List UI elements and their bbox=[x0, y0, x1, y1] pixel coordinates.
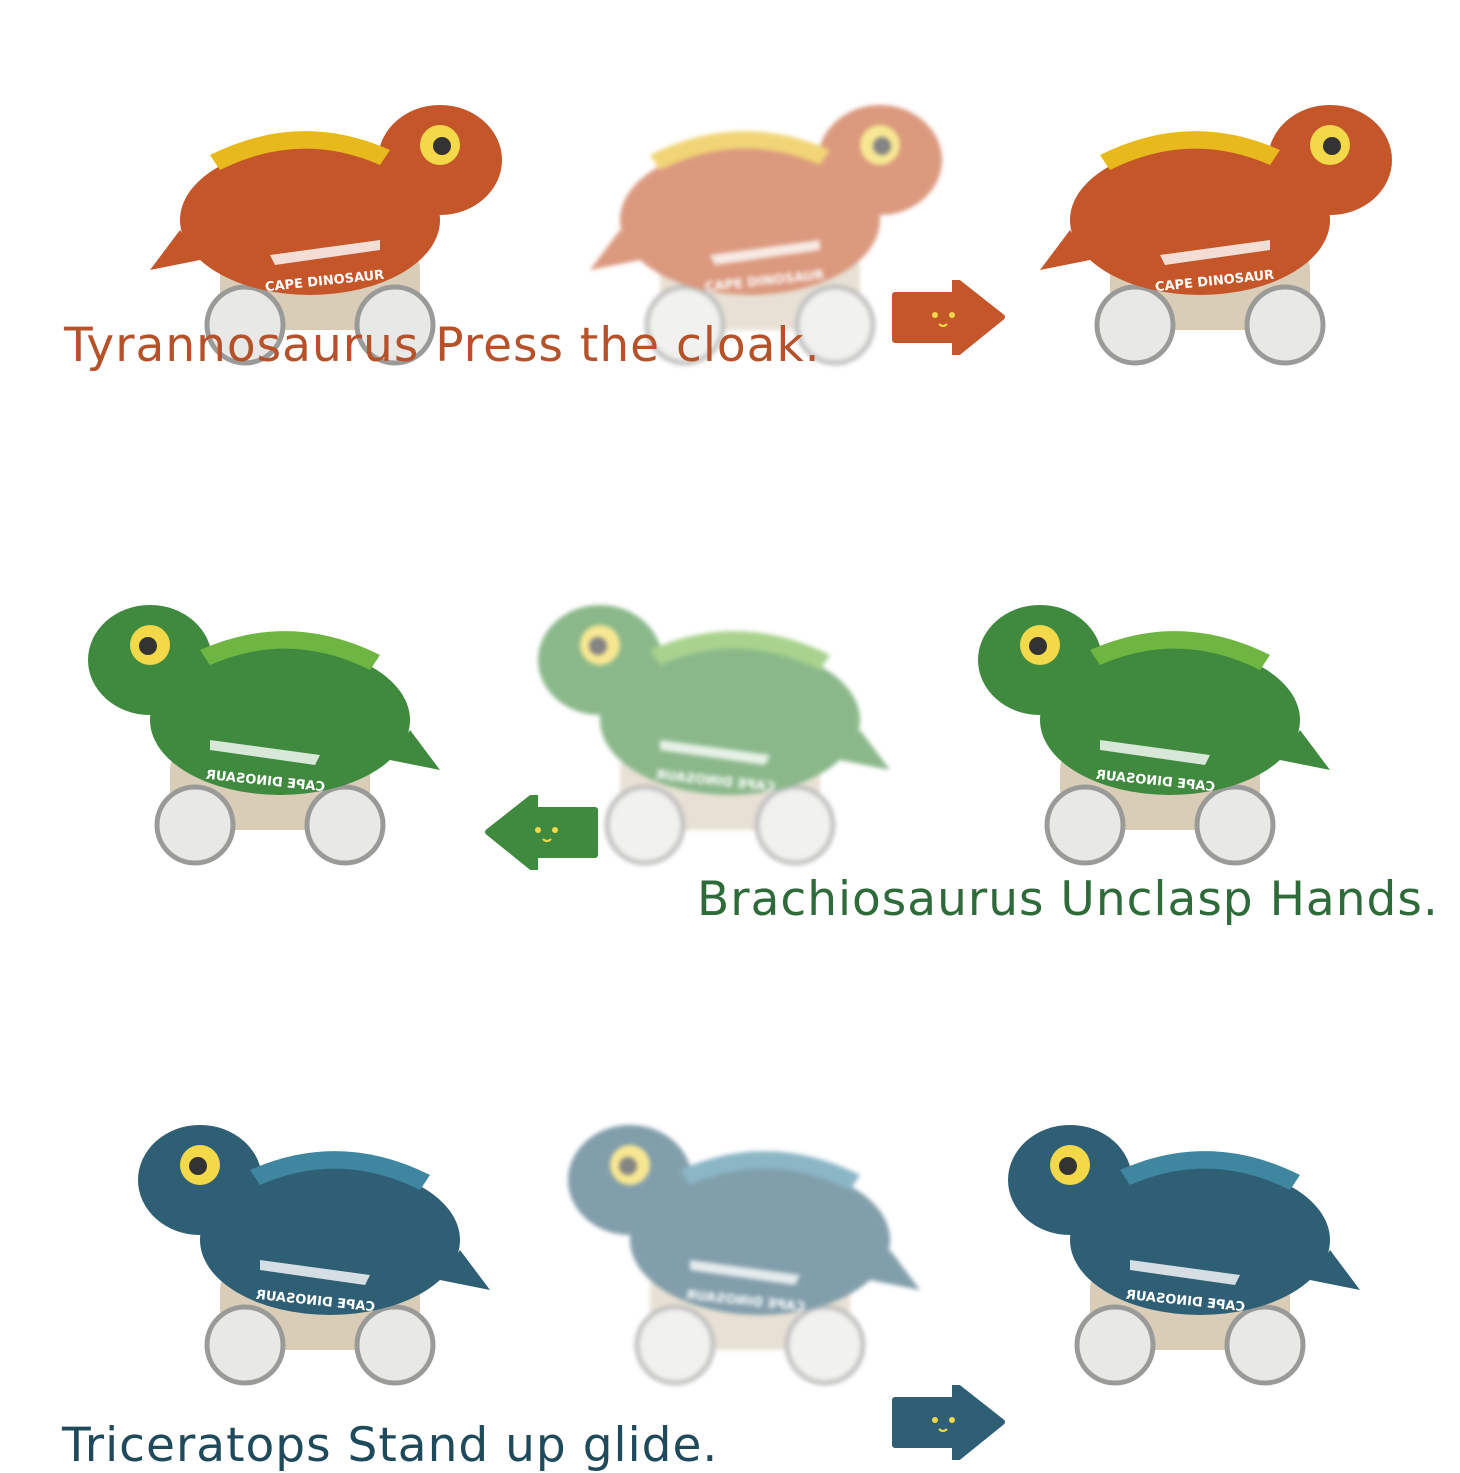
wheel bbox=[1224, 1304, 1306, 1386]
dino-cape bbox=[250, 1151, 430, 1190]
dino-cape bbox=[1100, 131, 1280, 170]
dino-cape bbox=[1090, 631, 1270, 670]
dino-cape bbox=[650, 631, 830, 670]
arrow-left-icon bbox=[485, 792, 600, 873]
dino-body bbox=[1070, 145, 1330, 295]
dino-body bbox=[630, 1165, 890, 1315]
wheel bbox=[354, 284, 436, 366]
dino-body bbox=[180, 145, 440, 295]
dino-body bbox=[620, 145, 880, 295]
dino-cape bbox=[680, 1151, 860, 1190]
triceratops-toy-1: CAPE DINOSAUR bbox=[130, 1090, 490, 1390]
dino-tail bbox=[870, 1250, 920, 1290]
wheel bbox=[204, 1304, 286, 1386]
dino-eye bbox=[1323, 137, 1341, 155]
dino-eye bbox=[589, 637, 607, 655]
dino-eye bbox=[619, 1157, 637, 1175]
dino-cape bbox=[650, 131, 830, 170]
wheel bbox=[1244, 284, 1326, 366]
dino-body bbox=[150, 645, 410, 795]
wheel bbox=[1194, 784, 1276, 866]
dino-eye bbox=[433, 137, 451, 155]
arrow-right-icon bbox=[890, 1382, 1005, 1463]
dino-tail bbox=[150, 230, 200, 270]
dino-eye bbox=[1029, 637, 1047, 655]
dino-tail bbox=[840, 730, 890, 770]
tyrannosaurus-toy-3: CAPE DINOSAUR bbox=[1040, 70, 1400, 370]
triceratops-toy-2: CAPE DINOSAUR bbox=[560, 1090, 920, 1390]
wheel bbox=[204, 284, 286, 366]
dino-eye bbox=[1059, 1157, 1077, 1175]
brachiosaurus-toy-2: CAPE DINOSAUR bbox=[530, 570, 890, 870]
wheel bbox=[1044, 784, 1126, 866]
caption-brachiosaurus: Brachiosaurus Unclasp Hands. bbox=[697, 872, 1439, 927]
wheel bbox=[644, 284, 726, 366]
dino-tail bbox=[590, 230, 640, 270]
dino-cape bbox=[1120, 1151, 1300, 1190]
wheel bbox=[604, 784, 686, 866]
wheel bbox=[634, 1304, 716, 1386]
wheel bbox=[754, 784, 836, 866]
dino-tail bbox=[1310, 1250, 1360, 1290]
caption-tyrannosaurus: Tyrannosaurus Press the cloak. bbox=[64, 318, 821, 373]
brachiosaurus-toy-1: CAPE DINOSAUR bbox=[80, 570, 440, 870]
dino-tail bbox=[440, 1250, 490, 1290]
tyrannosaurus-toy-2: CAPE DINOSAUR bbox=[590, 70, 950, 370]
dino-body bbox=[200, 1165, 460, 1315]
dino-eye bbox=[139, 637, 157, 655]
wheel bbox=[154, 784, 236, 866]
dino-tail bbox=[390, 730, 440, 770]
dino-body bbox=[1070, 1165, 1330, 1315]
wheel bbox=[794, 284, 876, 366]
dino-eye bbox=[189, 1157, 207, 1175]
wheel bbox=[784, 1304, 866, 1386]
dino-cape bbox=[200, 631, 380, 670]
wheel bbox=[354, 1304, 436, 1386]
dino-tail bbox=[1280, 730, 1330, 770]
wheel bbox=[1074, 1304, 1156, 1386]
dino-cape bbox=[210, 131, 390, 170]
arrow-right-icon bbox=[890, 277, 1005, 358]
triceratops-toy-3: CAPE DINOSAUR bbox=[1000, 1090, 1360, 1390]
brachiosaurus-toy-3: CAPE DINOSAUR bbox=[970, 570, 1330, 870]
dino-tail bbox=[1040, 230, 1090, 270]
dino-body bbox=[1040, 645, 1300, 795]
dino-body bbox=[600, 645, 860, 795]
dino-eye bbox=[873, 137, 891, 155]
wheel bbox=[304, 784, 386, 866]
wheel bbox=[1094, 284, 1176, 366]
tyrannosaurus-toy-1: CAPE DINOSAUR bbox=[150, 70, 510, 370]
caption-triceratops: Triceratops Stand up glide. bbox=[62, 1418, 719, 1473]
